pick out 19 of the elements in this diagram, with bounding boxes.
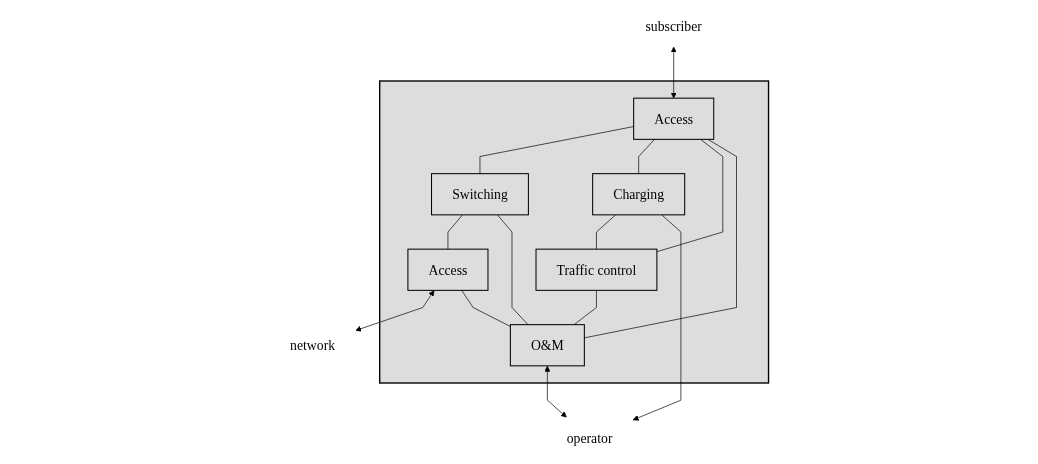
node-text: subscriber	[645, 18, 702, 34]
cluster	[379, 80, 770, 384]
connector	[573, 290, 597, 325]
node-text: network	[290, 337, 336, 353]
node-box: Switching	[431, 173, 529, 216]
connector	[447, 214, 463, 250]
connector	[656, 139, 724, 253]
node-box: Traffic control	[535, 248, 658, 291]
node-box: Access	[633, 97, 715, 140]
connector	[497, 214, 529, 325]
connector	[584, 139, 737, 339]
connector	[596, 214, 616, 250]
node-text: operator	[566, 430, 613, 446]
node-box: Access	[407, 248, 489, 291]
connector	[461, 290, 511, 327]
node-box: O&M	[509, 324, 585, 367]
node-box: Charging	[592, 173, 686, 216]
connector	[638, 139, 655, 174]
connector	[479, 126, 634, 174]
